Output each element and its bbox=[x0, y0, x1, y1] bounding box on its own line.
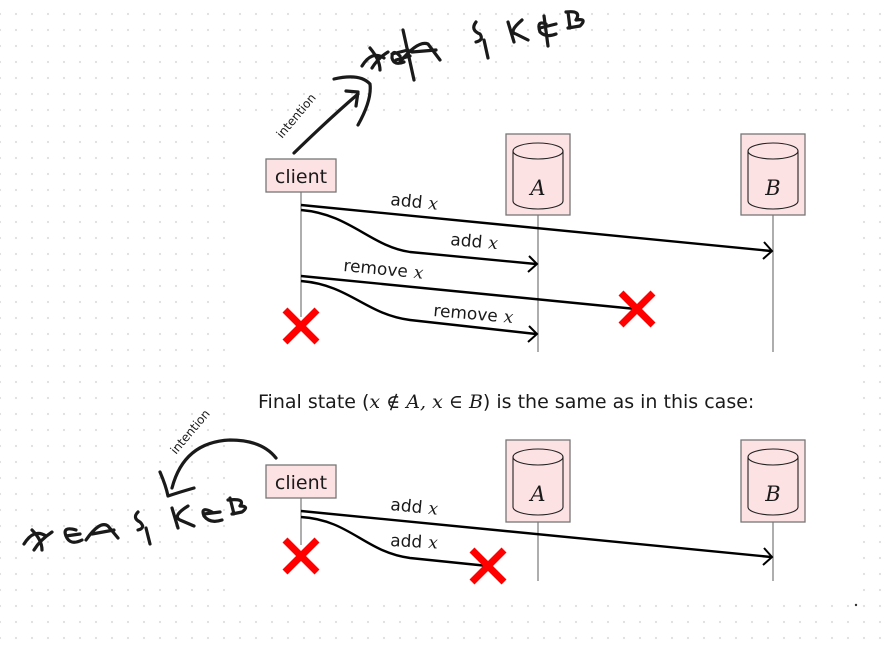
handwritten-note-top bbox=[360, 10, 585, 82]
intention-label: intention bbox=[274, 91, 319, 141]
client-crash-cross-icon bbox=[282, 537, 320, 575]
participant-B-label: B bbox=[764, 176, 780, 200]
participant-client-label: client bbox=[275, 166, 327, 188]
stray-dot bbox=[854, 603, 858, 607]
lost-message-cross-icon bbox=[618, 290, 656, 328]
participant-A-label: A bbox=[528, 482, 545, 506]
intention-arrow bbox=[158, 438, 278, 498]
handwritten-note-bottom bbox=[22, 496, 248, 552]
participant-client-label: client bbox=[275, 472, 327, 494]
participant-client bbox=[265, 464, 337, 499]
participant-A-label: A bbox=[528, 176, 545, 200]
intention-label: intention bbox=[168, 407, 213, 457]
caption-text: Final state (x ∉ A, x ∈ B) is the same a… bbox=[258, 391, 754, 413]
lost-message-cross-icon bbox=[469, 547, 507, 585]
client-crash-cross-icon bbox=[282, 307, 320, 345]
intention-arrow bbox=[292, 75, 372, 155]
participant-B-label: B bbox=[764, 482, 780, 506]
